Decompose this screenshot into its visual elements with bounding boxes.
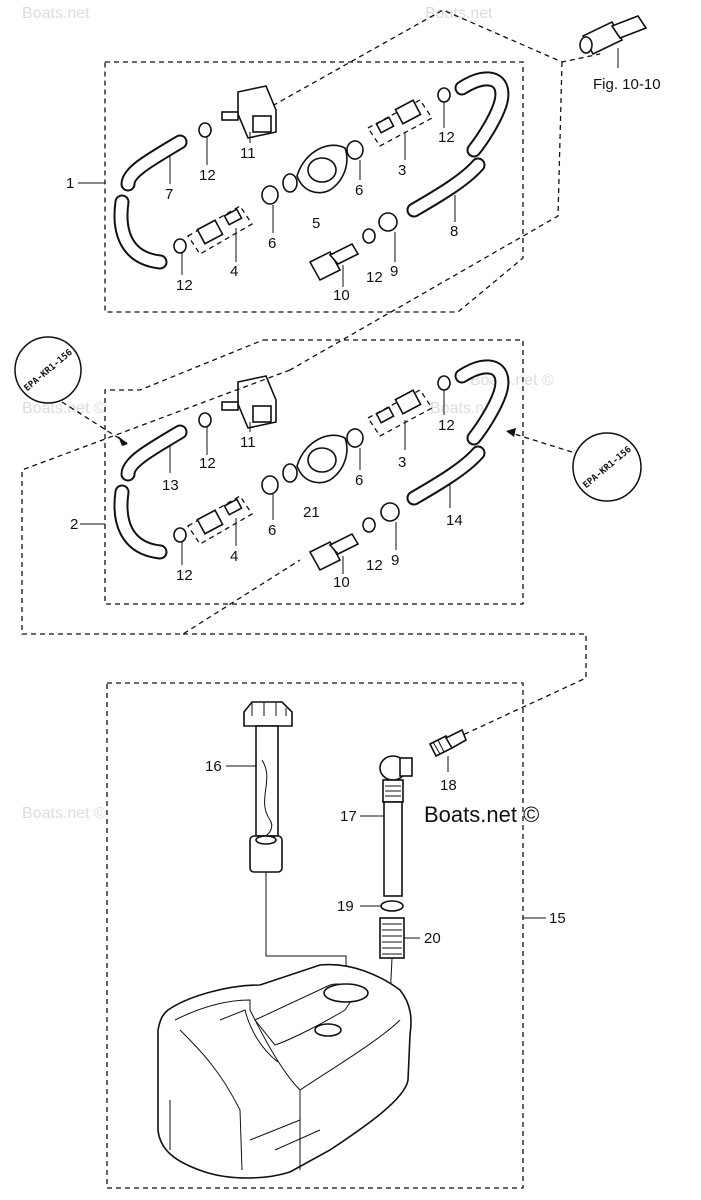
fitting-3	[367, 389, 433, 437]
ring-6	[261, 475, 279, 495]
callout-12: 12	[366, 269, 383, 286]
primer-bulb-5	[282, 140, 363, 194]
callout-13: 13	[162, 477, 179, 494]
o-ring-12	[437, 375, 451, 391]
callout-6: 6	[355, 472, 363, 489]
callout-4: 4	[230, 263, 238, 280]
link-line	[183, 633, 587, 741]
o-ring-12	[198, 412, 212, 428]
callout-3: 3	[398, 162, 406, 179]
callout-10: 10	[333, 287, 350, 304]
fitting-4	[187, 495, 253, 545]
o-ring-12	[173, 527, 187, 543]
watermark: Boats.net ©	[22, 400, 106, 417]
assembly-2-boundary	[104, 339, 524, 605]
callout-12: 12	[438, 129, 455, 146]
epa-stamp-right: EPA-KR1-156	[506, 428, 642, 502]
callout-4: 4	[230, 548, 238, 565]
callout-18: 18	[440, 777, 457, 794]
callout-5: 5	[312, 215, 320, 232]
assembly-1-boundary	[104, 61, 524, 313]
fitting-9	[378, 212, 398, 232]
fuel-gauge-16	[243, 701, 293, 873]
callout-16: 16	[205, 758, 222, 775]
fitting-4	[187, 205, 253, 255]
fuel-tank-assembly: 15 16 18 17	[106, 682, 566, 1189]
o-ring-12	[362, 228, 376, 244]
callout-8: 8	[450, 223, 458, 240]
connector-11	[221, 85, 277, 139]
callout-14: 14	[446, 512, 463, 529]
connector-10	[308, 242, 360, 282]
link-line	[21, 369, 301, 635]
assembly-1: 1	[66, 9, 601, 371]
o-ring-12	[437, 87, 451, 103]
fuel-tank	[157, 963, 412, 1179]
fig-reference: Fig. 10-10	[579, 15, 661, 93]
fuel-joint-icon	[579, 15, 648, 56]
ring-6	[346, 140, 364, 160]
watermark: Boats.net	[425, 5, 493, 22]
assembly-15-boundary	[106, 682, 524, 1189]
watermarks: Boats.net Boats.net Boats.net © Boats.ne…	[22, 5, 554, 822]
pickup-tube-17	[379, 755, 413, 897]
fitting-18	[428, 728, 468, 758]
o-ring-12	[198, 122, 212, 138]
callout-19: 19	[337, 898, 354, 915]
link-line	[289, 61, 563, 371]
link-line	[264, 9, 601, 111]
callout-17: 17	[340, 808, 357, 825]
ring-6	[261, 185, 279, 205]
fig-reference-label: Fig. 10-10	[593, 76, 661, 93]
connector-10	[308, 532, 360, 572]
callout-1: 1	[66, 175, 74, 192]
ring-6	[346, 428, 364, 448]
watermark: Boats.net ©	[22, 805, 106, 822]
callout-12: 12	[176, 277, 193, 294]
callout-12: 12	[199, 455, 216, 472]
callout-20: 20	[424, 930, 441, 947]
callout-11: 11	[240, 434, 256, 451]
callout-6: 6	[268, 522, 276, 539]
watermark: Boats.net ©	[470, 372, 554, 389]
fitting-9	[380, 502, 400, 522]
callout-12: 12	[199, 167, 216, 184]
connector-11	[221, 375, 277, 429]
o-ring-12	[173, 238, 187, 254]
callout-15: 15	[549, 910, 566, 927]
brand-watermark: Boats.net ©	[424, 802, 539, 827]
callout-21: 21	[303, 504, 320, 521]
callout-12: 12	[176, 567, 193, 584]
callout-9: 9	[390, 263, 398, 280]
callout-3: 3	[398, 454, 406, 471]
callout-12: 12	[366, 557, 383, 574]
callout-11: 11	[240, 145, 256, 162]
callout-10: 10	[333, 574, 350, 591]
fitting-3	[367, 99, 433, 147]
watermark: Boats.net	[430, 400, 498, 417]
o-ring-19	[380, 900, 404, 912]
watermark: Boats.net	[22, 5, 90, 22]
filter-20	[379, 917, 405, 959]
o-ring-12	[362, 517, 376, 533]
assembly-2: 2	[70, 339, 524, 605]
callout-6: 6	[355, 182, 363, 199]
callout-9: 9	[391, 552, 399, 569]
callout-12: 12	[438, 417, 455, 434]
epa-stamp-left: EPA-KR1-156	[14, 336, 129, 446]
callout-6: 6	[268, 235, 276, 252]
callout-7: 7	[165, 186, 173, 203]
callout-2: 2	[70, 516, 78, 533]
